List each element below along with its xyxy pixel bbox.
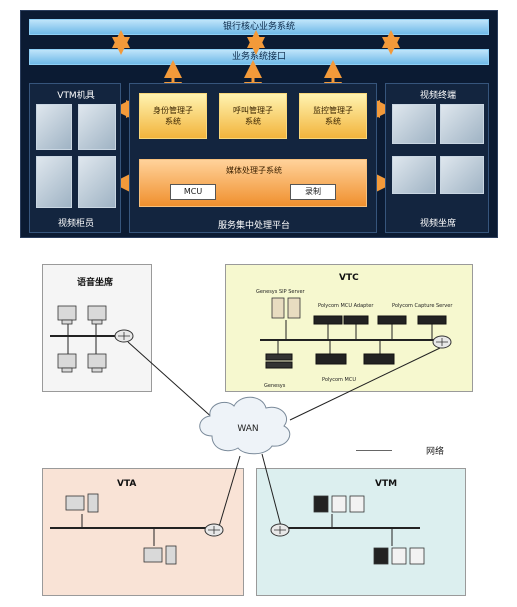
polycom-adapter-1: [313, 315, 343, 325]
polycom-capture-1: [377, 315, 407, 325]
polycom-mcu-adapter-label: Polycom MCU Adapter: [318, 303, 374, 309]
link-vta-wan: [217, 455, 241, 531]
router-vta: [204, 523, 224, 537]
genesys-sip-label: Genesys SIP Server: [256, 289, 305, 295]
monitor-subsystem-box: 监控管理子系统: [299, 93, 367, 139]
vtm-device-image-2: [78, 104, 116, 150]
vtm-machine-panel: VTM机具 视频柜员: [29, 83, 121, 233]
video-teller-label: 视频柜员: [57, 219, 94, 229]
genesys-sip-server: [271, 297, 301, 319]
vtm-device-image-3: [36, 156, 72, 208]
voice-pc-2: [87, 305, 107, 325]
voice-pc-4: [87, 353, 107, 373]
terminal-image-2: [440, 104, 484, 144]
polycom-mcu-1: [315, 353, 347, 365]
vtm-device-1: [313, 495, 365, 513]
polycom-capture-2: [417, 315, 447, 325]
vtm-device-image-4: [78, 156, 116, 208]
voice-agent-title: 语音坐席: [77, 278, 114, 288]
polycom-adapter-2: [343, 315, 369, 325]
vtm-machine-title: VTM机具: [57, 91, 95, 101]
call-subsystem-label: 呼叫管理子系统: [233, 106, 273, 126]
router-vtm: [270, 523, 290, 537]
link-vtc-wan: [289, 347, 441, 421]
vtm-title: VTM: [375, 479, 398, 489]
link-vtm-wan: [261, 453, 283, 531]
monitor-subsystem-label: 监控管理子系统: [313, 106, 353, 126]
terminal-image-1: [392, 104, 436, 144]
vta-pc-1: [65, 493, 99, 513]
video-agent-label: 视频坐席: [419, 219, 456, 229]
core-system-bar: 银行核心业务系统: [29, 19, 489, 35]
agent-image-2: [440, 156, 484, 194]
media-subsystem-box: 媒体处理子系统 MCU 录制: [139, 159, 367, 207]
media-subsystem-title: 媒体处理子系统: [226, 166, 282, 175]
genesys-label: Genesys: [264, 383, 286, 389]
voice-pc-3: [57, 353, 77, 373]
vtc-title: VTC: [339, 273, 359, 283]
vtm-device-image-1: [36, 104, 72, 150]
legend-line: [356, 450, 392, 451]
legend-label: 网络: [426, 447, 445, 457]
link-voice-wan: [127, 341, 216, 421]
vtc-zone: VTC Genesys SIP Server Polycom MCU Adapt…: [225, 264, 473, 392]
call-subsystem-box: 呼叫管理子系统: [219, 93, 287, 139]
mcu-chip: MCU: [170, 184, 216, 200]
router-vtc: [432, 335, 452, 349]
wan-label: WAN: [237, 424, 259, 434]
vtm-zone: VTM: [256, 468, 466, 596]
voice-pc-1: [57, 305, 77, 325]
genesys-server: [265, 353, 293, 369]
identity-subsystem-box: 身份管理子系统: [139, 93, 207, 139]
polycom-capture-label: Polycom Capture Server: [392, 303, 453, 309]
identity-subsystem-label: 身份管理子系统: [153, 106, 193, 126]
vtm-device-2: [373, 547, 425, 565]
service-platform-label: 服务集中处理平台: [217, 221, 290, 231]
network-links: [50, 297, 452, 565]
vta-pc-2: [143, 545, 177, 565]
router-voice: [114, 329, 134, 343]
polycom-mcu-label: Polycom MCU: [322, 377, 356, 383]
video-terminal-panel: 视频终端 视频坐席: [385, 83, 489, 233]
recording-chip: 录制: [290, 184, 336, 200]
network-diagram: 语音坐席 VTC Genesys SIP Server Polycom MCU …: [0, 258, 517, 607]
architecture-diagram: 银行核心业务系统 业务系统接口: [20, 10, 498, 238]
polycom-mcu-2: [363, 353, 395, 365]
vta-title: VTA: [117, 479, 137, 489]
interface-bar: 业务系统接口: [29, 49, 489, 65]
wan-cloud: [199, 396, 291, 455]
video-terminal-title: 视频终端: [419, 91, 456, 101]
agent-image-1: [392, 156, 436, 194]
